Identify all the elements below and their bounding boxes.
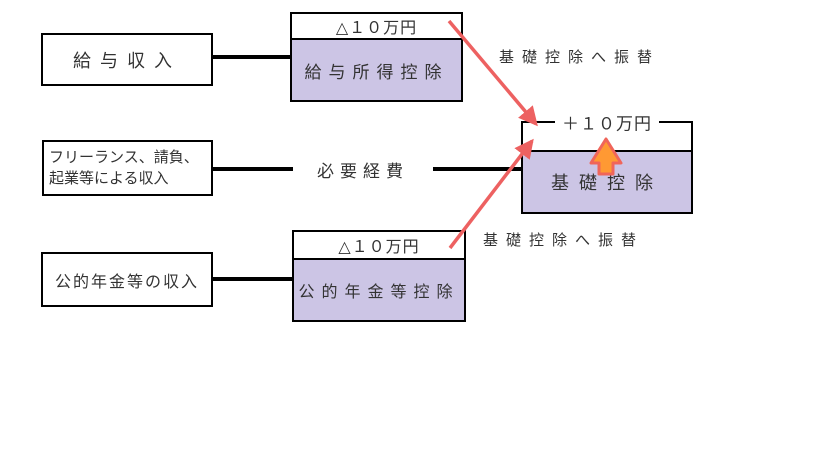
freelance-income-line1: フリーランス、請負、 bbox=[49, 149, 199, 166]
salary-deduction-label: 給与所得控除 bbox=[292, 40, 461, 100]
pension-deduction-amount: △１０万円 bbox=[294, 232, 464, 260]
node-salary-income: 給与収入 bbox=[41, 33, 213, 86]
node-salary-deduction: △１０万円 給与所得控除 bbox=[290, 12, 463, 102]
transfer-note-bottom: 基礎控除へ振替 bbox=[483, 232, 645, 249]
pension-income-label: 公的年金等の収入 bbox=[54, 273, 199, 291]
basic-deduction-label: 基礎控除 bbox=[523, 152, 691, 212]
node-pension-deduction: △１０万円 公的年金等控除 bbox=[292, 230, 466, 322]
node-pension-income: 公的年金等の収入 bbox=[41, 252, 213, 307]
freelance-income-line2: 起業等による収入 bbox=[49, 170, 169, 187]
freelance-income-label: フリーランス、請負、 起業等による収入 bbox=[49, 147, 199, 189]
salary-deduction-amount: △１０万円 bbox=[292, 14, 461, 40]
transfer-note-top: 基礎控除へ振替 bbox=[499, 49, 661, 66]
salary-income-label: 給与収入 bbox=[73, 50, 181, 71]
expenses-label: 必要経費 bbox=[293, 158, 433, 181]
connector-expenses-right bbox=[433, 167, 521, 171]
node-basic-deduction: ＋１０万円 基礎控除 bbox=[521, 109, 693, 214]
connector-expenses-left bbox=[212, 167, 293, 171]
connector-salary bbox=[211, 55, 290, 59]
node-freelance-income: フリーランス、請負、 起業等による収入 bbox=[42, 140, 213, 196]
connector-pension bbox=[211, 277, 292, 281]
basic-deduction-amount: ＋１０万円 bbox=[555, 109, 659, 135]
pension-deduction-label: 公的年金等控除 bbox=[294, 260, 464, 320]
